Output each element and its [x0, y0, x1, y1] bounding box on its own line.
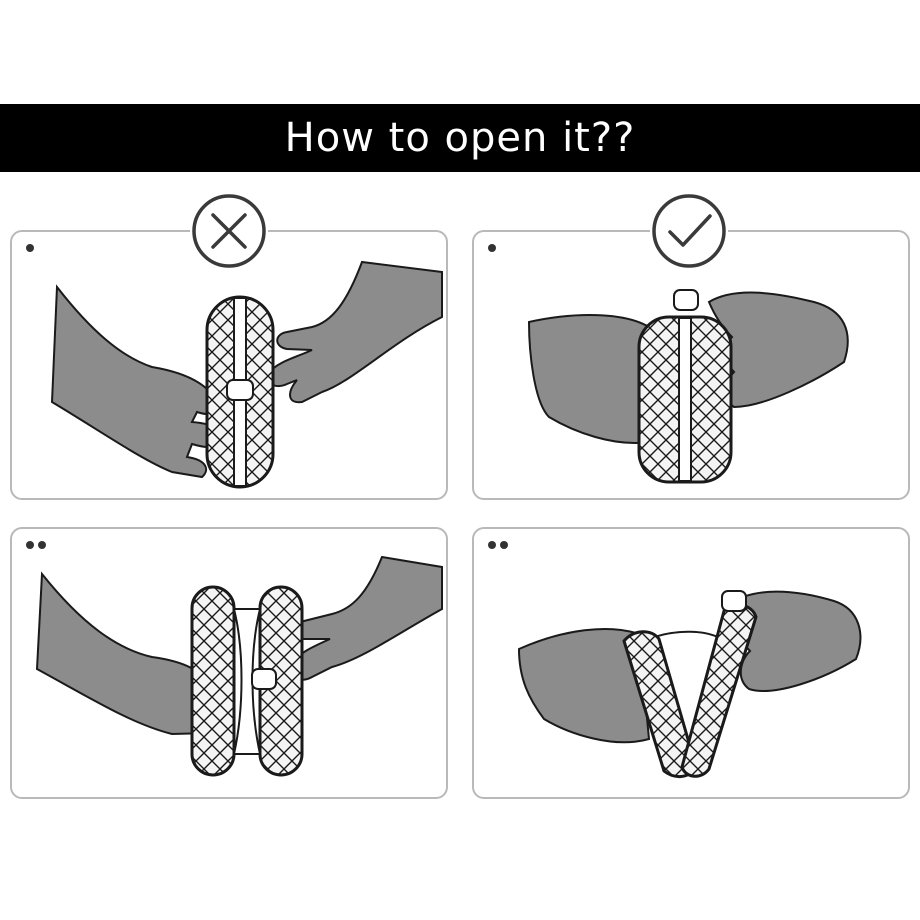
- left-hand: [517, 628, 651, 744]
- panel-wrong-step-1: [10, 230, 448, 500]
- step-indicator: [26, 244, 34, 252]
- title-banner: How to open it??: [0, 104, 920, 172]
- page-title: How to open it??: [284, 115, 636, 161]
- case-left-half: [190, 585, 236, 777]
- panel-wrong-step-2: [10, 527, 448, 799]
- illustration-opened-case: [517, 590, 862, 778]
- right-hand: [289, 555, 443, 681]
- check-circle-icon: [652, 194, 726, 268]
- case-zipper: [678, 317, 692, 482]
- case-lining: [232, 608, 262, 755]
- zipper-pull: [251, 668, 277, 690]
- zipper-pull: [226, 379, 254, 401]
- zipper-pull: [721, 590, 747, 612]
- left-hand: [35, 571, 214, 736]
- right-hand: [727, 590, 862, 692]
- step-indicator: [488, 541, 508, 549]
- wrong-marker: [190, 192, 268, 270]
- illustration-forced-open: [35, 555, 443, 777]
- right-hand: [267, 260, 443, 404]
- x-circle-icon: [192, 194, 266, 268]
- panel-correct-step-1: [472, 230, 910, 500]
- left-hand: [50, 284, 225, 479]
- illustration-unzipping: [527, 289, 849, 484]
- step-indicator: [26, 541, 46, 549]
- correct-marker: [650, 192, 728, 270]
- left-hand: [527, 314, 650, 444]
- panel-correct-step-2: [472, 527, 910, 799]
- illustration-pulling-apart: [50, 260, 443, 489]
- step-indicator: [488, 244, 496, 252]
- zipper-pull: [673, 289, 699, 311]
